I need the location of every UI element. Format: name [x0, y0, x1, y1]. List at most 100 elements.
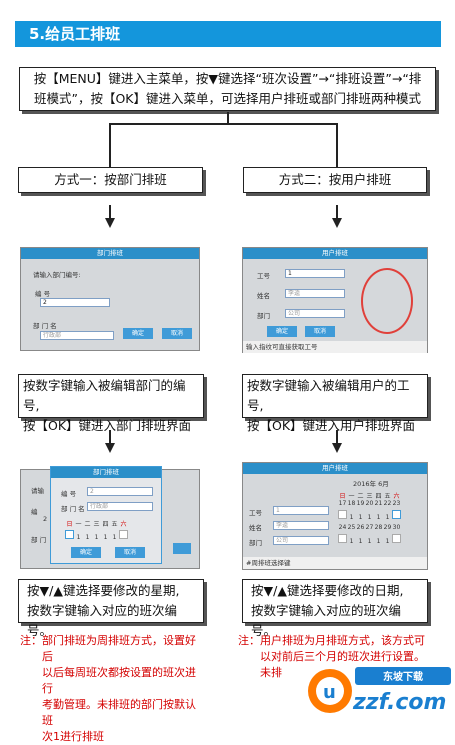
note-text: 次1进行排班	[42, 730, 104, 743]
dept-no-field: 2	[87, 487, 153, 496]
svg-text:u: u	[323, 682, 336, 703]
method-label: 方式二：按用户排班	[278, 172, 392, 187]
shift-value[interactable]: 1	[367, 538, 372, 545]
dept-name-field: 行政部	[87, 502, 153, 511]
user-id-input[interactable]: 1	[285, 269, 345, 278]
date-cell: 26	[356, 524, 365, 531]
shift-value[interactable]: 1	[94, 534, 99, 541]
date-cell: 30	[392, 524, 401, 531]
shift-value[interactable]: 1	[358, 538, 363, 545]
note-text: 未排	[260, 666, 282, 679]
user-name-field: 李逵	[273, 521, 329, 530]
weekday-label: 五	[384, 493, 391, 500]
weekday-label: 二	[357, 493, 364, 500]
dept-no-input[interactable]: 2	[40, 298, 110, 307]
month-label: 2016年 6月	[353, 480, 389, 488]
dept-name-input[interactable]: 行政部	[40, 331, 114, 340]
cancel-button[interactable]: 取消	[162, 328, 192, 339]
weekday-label: 六	[393, 493, 400, 500]
dept-label: 部门	[257, 312, 270, 320]
dept-label: 部 门	[31, 536, 47, 544]
method-box-user: 方式二：按用户排班	[243, 167, 427, 193]
step-line: 按数字键输入被编辑部门的编号,	[23, 378, 186, 413]
shift-value[interactable]: 1	[85, 534, 90, 541]
user-dept-field: 公司	[273, 536, 329, 545]
ok-button[interactable]: 确定	[123, 328, 153, 339]
step-line: 按数字键输入被编辑用户的工号,	[247, 378, 410, 413]
arrow-down-icon	[332, 218, 342, 228]
saturday-shift-input[interactable]	[119, 530, 128, 539]
id-label: 工号	[257, 272, 270, 280]
user-monthly-screen: 用户排班 2016年 6月 工号 1 姓名 李逵 部门 公司 日一二三四五六 1…	[242, 462, 428, 570]
date-cell: 22	[383, 500, 392, 507]
date-cell: 20	[365, 500, 374, 507]
status-bar: #周排班选择键	[243, 557, 427, 569]
shift-value[interactable]: 1	[349, 538, 354, 545]
shift-value[interactable]: 1	[76, 534, 81, 541]
watermark-logo: u 东坡下载 zzf.com	[305, 657, 455, 717]
user-name-field: 李逵	[285, 289, 345, 298]
shift-value[interactable]: 1	[385, 514, 390, 521]
note-text: 以后每周班次都按设置的班次进行	[42, 666, 196, 695]
ok-button[interactable]: 确定	[71, 547, 101, 558]
ok-button[interactable]: 确定	[267, 326, 297, 337]
connector	[336, 123, 338, 167]
step-line: 按▼/▲键选择要修改的星期,	[27, 583, 180, 598]
shift-value[interactable]: 1	[103, 534, 108, 541]
weekday-label: 二	[84, 521, 91, 528]
user-note: 注： 用户排班为月排班方式，该方式可 以对前后三个月的班次进行设置。 未排	[238, 633, 438, 681]
user-schedule-screen: 用户排班 工号 1 姓名 李逵 部门 公司 确定 取消 输入指纹可直接获取工号	[242, 247, 428, 353]
name-label: 姓名	[249, 524, 262, 532]
screen-title: 用户排班	[243, 248, 427, 259]
prompt-label: 请输入部门编号:	[33, 271, 81, 279]
shift-value[interactable]: 1	[112, 534, 117, 541]
cancel-button[interactable]: 取消	[305, 326, 335, 337]
step-line: 按数字键输入对应的班次编号。	[27, 603, 178, 638]
weekday-label: 日	[339, 493, 346, 500]
step-line: 按【OK】键进入部门排班界面	[23, 418, 192, 433]
shift-input[interactable]	[392, 534, 401, 543]
no-value: 2	[43, 515, 48, 523]
intro-line-1: 按【MENU】键进入主菜单，按▼键选择“班次设置”→“排班设置”→“排	[33, 71, 422, 86]
connector	[109, 123, 111, 167]
dept-schedule-screen: 部门排班 请输入部门编号: 编 号 2 部 门 名 行政部 确定 取消	[20, 247, 200, 351]
weekday-label: 四	[102, 521, 109, 528]
shift-value[interactable]: 1	[376, 538, 381, 545]
method-label: 方式一：按部门排班	[54, 172, 167, 187]
intro-box: 按【MENU】键进入主菜单，按▼键选择“班次设置”→“排班设置”→“排 班模式”…	[19, 67, 436, 111]
weekday-header: 日一二三四五六	[65, 519, 128, 528]
shift-value[interactable]: 1	[349, 514, 354, 521]
cancel-button[interactable]: 取消	[115, 547, 145, 558]
dept-name-label: 部 门 名	[33, 322, 57, 330]
connector	[227, 112, 229, 124]
dept-name-label: 部 门 名	[61, 505, 85, 513]
calendar-dates-row-1: 17181920212223	[338, 500, 401, 507]
screen-title: 部门排班	[21, 248, 199, 259]
sunday-shift-input[interactable]	[65, 530, 74, 539]
calendar-weekdays: 日一二三四五六	[338, 491, 401, 500]
shift-value[interactable]: 1	[376, 514, 381, 521]
arrow-shaft	[336, 430, 338, 444]
shift-value[interactable]: 1	[358, 514, 363, 521]
dept-label: 部门	[249, 539, 262, 547]
note-text: 以对前后三个月的班次进行设置。	[260, 650, 425, 663]
shift-value[interactable]: 1	[367, 514, 372, 521]
weekday-label: 三	[93, 521, 100, 528]
note-text: 部门排班为周排班方式，设置好后	[42, 634, 196, 663]
arrow-down-icon	[332, 443, 342, 453]
weekday-label: 四	[375, 493, 382, 500]
date-cell: 29	[383, 524, 392, 531]
shift-input[interactable]	[338, 510, 347, 519]
shift-input[interactable]	[338, 534, 347, 543]
shift-value[interactable]: 1	[385, 538, 390, 545]
date-cell: 27	[365, 524, 374, 531]
date-cell: 18	[347, 500, 356, 507]
note-text: 考勤管理。未排班的部门按默认班	[42, 698, 196, 727]
section-title: 5.给员工排班	[15, 21, 441, 47]
shift-input[interactable]	[392, 510, 401, 519]
date-cell: 21	[374, 500, 383, 507]
step-box-dept: 按数字键输入被编辑部门的编号, 按【OK】键进入部门排班界面	[18, 374, 204, 433]
no-label: 编 号	[35, 290, 51, 298]
